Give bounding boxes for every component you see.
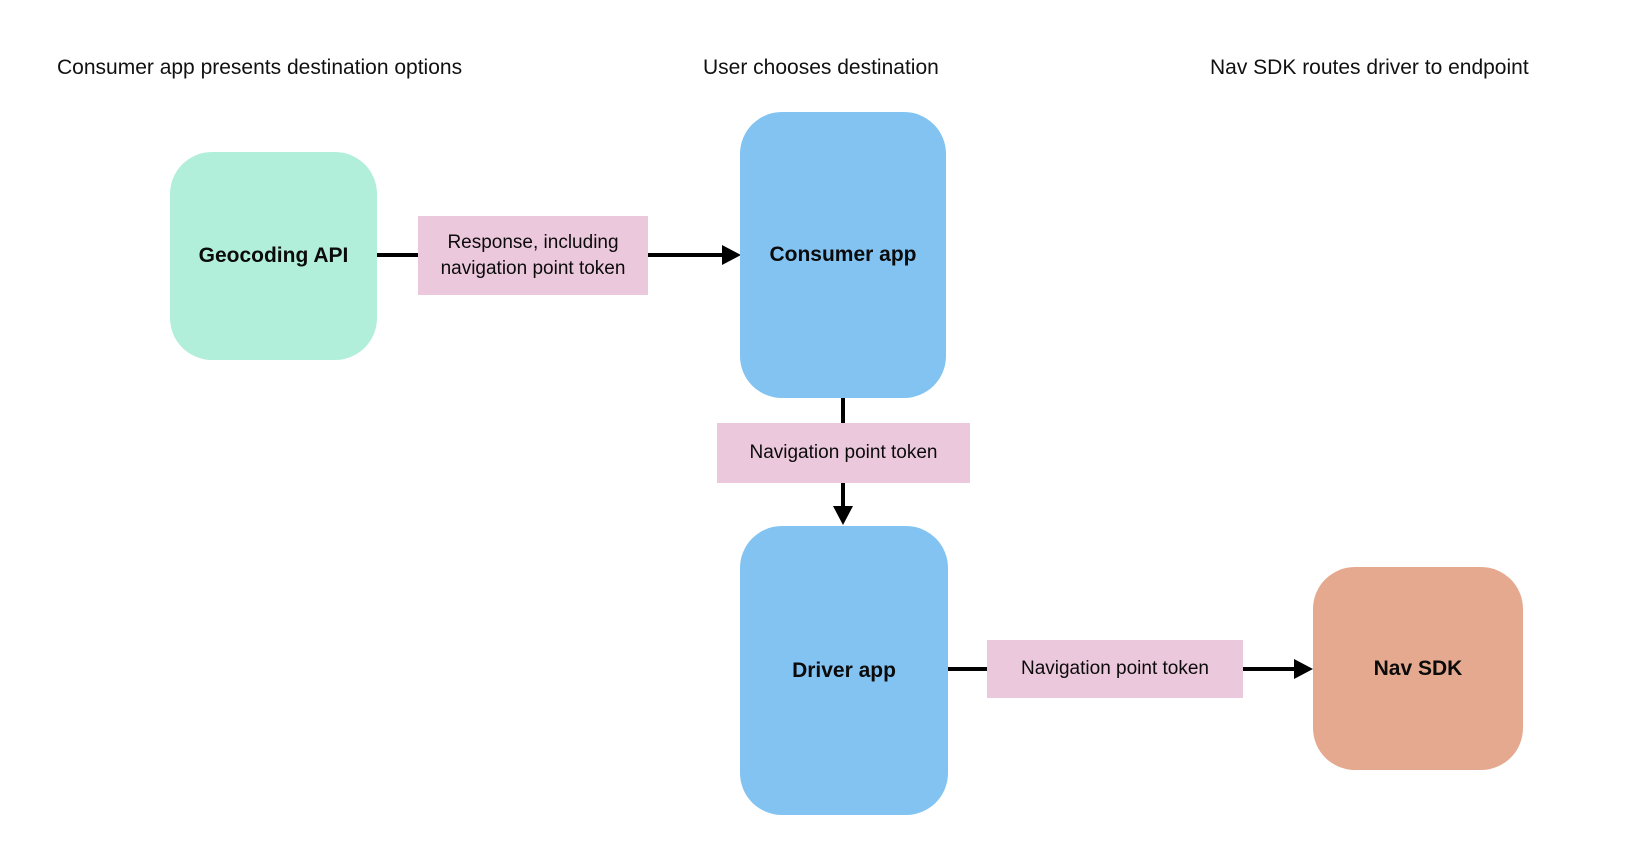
column-header-consumer-presents: Consumer app presents destination option… [57,56,463,79]
edge-label-navigation-point-token-2: Navigation point token [987,640,1243,698]
node-driver-app: Driver app [740,526,948,815]
edge-driver-to-navsdk-arrowhead [1294,659,1313,679]
edge-geocoding-to-consumer-arrowhead [722,245,741,265]
node-driver-app-label: Driver app [792,658,896,682]
column-header-nav-sdk-routes: Nav SDK routes driver to endpoint [1210,56,1529,79]
edge-label-response-including-token: Response, including navigation point tok… [418,216,648,295]
edge-consumer-to-driver-arrowhead [833,506,853,525]
column-header-user-chooses: User chooses destination [703,56,939,79]
node-nav-sdk-label: Nav SDK [1373,656,1463,680]
node-nav-sdk: Nav SDK [1313,567,1523,770]
node-consumer-app-label: Consumer app [769,243,917,266]
node-geocoding-api-label: Geocoding API [198,244,349,267]
node-consumer-app: Consumer app [740,112,946,398]
node-geocoding-api: Geocoding API [170,152,377,360]
edge-label-navigation-point-token-1: Navigation point token [717,423,970,483]
